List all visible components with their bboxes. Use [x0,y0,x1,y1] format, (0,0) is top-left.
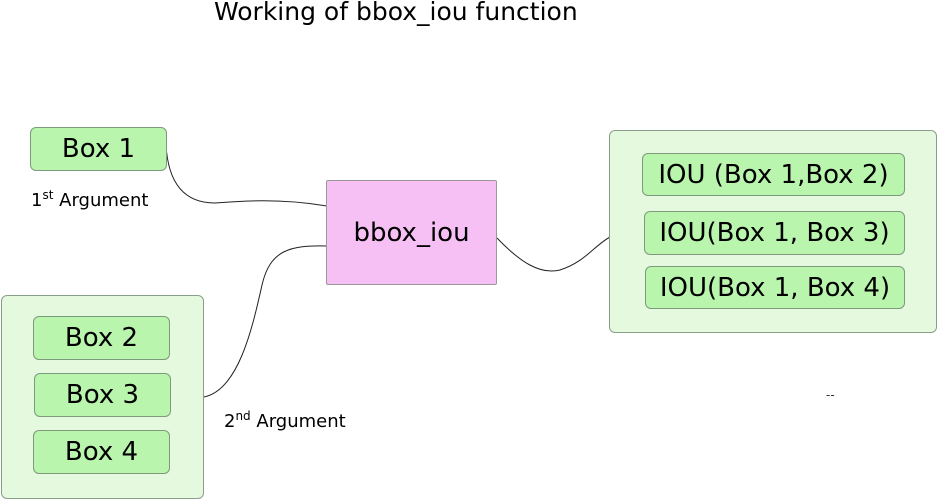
box4-label: Box 4 [64,437,139,467]
box3-label: Box 3 [65,380,140,410]
output-iou-box1-box4-label: IOU(Box 1, Box 4) [659,272,891,303]
connector-group-to-function [203,245,328,398]
stray-mark: -- [826,388,835,402]
output-iou-box1-box2-label: IOU (Box 1,Box 2) [658,159,889,190]
box4-node: Box 4 [33,430,170,474]
output-iou-box1-box3-label: IOU(Box 1, Box 3) [659,218,890,248]
box1-node: Box 1 [30,127,167,171]
diagram-title: Working of bbox_iou function [214,0,578,26]
box3-node: Box 3 [34,373,171,417]
second-argument-label: 2nd Argument [224,409,346,432]
output-iou-box1-box3: IOU(Box 1, Box 3) [644,211,905,255]
box1-label: Box 1 [61,134,136,164]
first-argument-label: 1st Argument [31,188,149,211]
connector-box1-to-function [165,144,328,207]
connector-function-to-output [496,236,611,272]
function-label: bbox_iou [353,217,470,248]
box2-node: Box 2 [33,316,170,360]
output-iou-box1-box2: IOU (Box 1,Box 2) [642,153,905,196]
box2-label: Box 2 [64,323,139,353]
output-iou-box1-box4: IOU(Box 1, Box 4) [645,266,905,309]
function-node: bbox_iou [326,180,497,285]
